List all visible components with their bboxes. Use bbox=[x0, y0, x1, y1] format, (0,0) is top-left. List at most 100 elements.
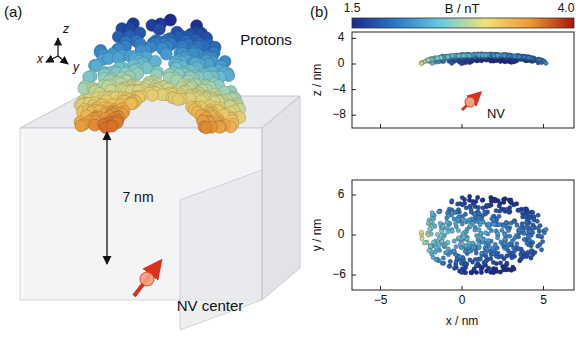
proton-point bbox=[486, 222, 490, 226]
tick-label: 6 bbox=[338, 188, 345, 201]
proton-point bbox=[520, 221, 524, 225]
proton-point bbox=[431, 240, 435, 244]
proton-point bbox=[472, 212, 476, 216]
proton-point bbox=[419, 61, 423, 65]
proton-point bbox=[529, 249, 533, 253]
proton-point bbox=[526, 234, 530, 238]
dimension-label: 7 nm bbox=[122, 190, 153, 205]
proton-point bbox=[455, 202, 459, 206]
proton-point bbox=[522, 55, 526, 59]
proton-point bbox=[439, 55, 443, 59]
proton-sphere bbox=[200, 122, 212, 134]
axis-title: y / nm bbox=[311, 219, 324, 252]
proton-point bbox=[536, 226, 540, 230]
proton-point bbox=[419, 230, 423, 234]
proton-point bbox=[445, 226, 449, 230]
tick-label: 5 bbox=[540, 294, 547, 307]
proton-point bbox=[539, 248, 543, 252]
proton-point bbox=[429, 244, 433, 248]
proton-point bbox=[503, 53, 507, 57]
tick-label: −6 bbox=[332, 268, 346, 281]
proton-point bbox=[445, 55, 449, 59]
proton-point bbox=[484, 259, 488, 263]
structure-label: Protons bbox=[240, 32, 292, 49]
proton-point bbox=[484, 231, 488, 235]
proton-point bbox=[526, 56, 530, 60]
proton-point bbox=[491, 54, 495, 58]
proton-point bbox=[536, 213, 540, 217]
proton-point bbox=[481, 206, 485, 210]
proton-point bbox=[535, 219, 539, 223]
proton-point bbox=[517, 227, 521, 231]
proton-point bbox=[475, 195, 479, 199]
proton-point bbox=[476, 238, 480, 242]
xz-plot-frame bbox=[352, 32, 574, 128]
proton-point bbox=[420, 236, 424, 240]
proton-point bbox=[501, 223, 505, 227]
proton-point bbox=[494, 208, 498, 212]
proton-point bbox=[538, 58, 542, 62]
proton-point bbox=[434, 245, 438, 249]
proton-point bbox=[518, 54, 522, 58]
proton-point bbox=[494, 267, 498, 271]
proton-point bbox=[517, 208, 521, 212]
proton-point bbox=[420, 61, 424, 65]
tick-label: −4 bbox=[332, 83, 346, 96]
proton-point bbox=[462, 235, 466, 239]
proton-point bbox=[440, 55, 444, 59]
proton-point bbox=[441, 224, 445, 228]
proton-point bbox=[489, 256, 493, 260]
proton-points-xy bbox=[419, 194, 548, 275]
axis-name: z bbox=[63, 23, 69, 36]
proton-point bbox=[450, 229, 454, 233]
proton-dome bbox=[74, 14, 246, 134]
proton-point bbox=[517, 55, 521, 59]
colorbar-title: B / nT bbox=[445, 2, 480, 16]
depth-dimension bbox=[106, 132, 107, 264]
proton-point bbox=[459, 270, 463, 274]
proton-point bbox=[454, 244, 458, 248]
proton-point bbox=[495, 53, 499, 57]
proton-point bbox=[496, 52, 500, 56]
proton-point bbox=[439, 55, 443, 59]
proton-point bbox=[469, 270, 473, 274]
proton-point bbox=[452, 239, 456, 243]
proton-point bbox=[460, 195, 464, 199]
tick-label: 0 bbox=[338, 57, 345, 70]
proton-point bbox=[489, 199, 493, 203]
proton-point bbox=[503, 54, 507, 58]
proton-point bbox=[503, 232, 507, 236]
proton-point bbox=[462, 53, 466, 57]
proton-points-xz bbox=[419, 52, 548, 66]
proton-sphere bbox=[146, 89, 158, 101]
proton-point bbox=[445, 220, 449, 224]
proton-point bbox=[522, 55, 526, 59]
proton-point bbox=[443, 251, 447, 255]
axis-title: z / nm bbox=[311, 64, 324, 97]
proton-point bbox=[428, 244, 432, 248]
axis-triad bbox=[46, 38, 68, 64]
proton-point bbox=[504, 207, 508, 211]
proton-point bbox=[490, 246, 494, 250]
proton-point bbox=[495, 231, 499, 235]
proton-point bbox=[528, 229, 532, 233]
proton-point bbox=[446, 214, 450, 218]
proton-point bbox=[467, 53, 471, 57]
proton-point bbox=[474, 251, 478, 255]
proton-point bbox=[439, 229, 443, 233]
proton-point bbox=[503, 53, 507, 57]
proton-point bbox=[435, 56, 439, 60]
proton-point bbox=[446, 55, 450, 59]
proton-point bbox=[448, 264, 452, 268]
proton-point bbox=[467, 218, 471, 222]
proton-point bbox=[456, 236, 460, 240]
proton-point bbox=[496, 52, 500, 56]
proton-point bbox=[512, 267, 516, 271]
proton-point bbox=[512, 236, 516, 240]
proton-point bbox=[426, 233, 430, 237]
proton-point bbox=[452, 217, 456, 221]
proton-point bbox=[429, 244, 433, 248]
proton-point bbox=[473, 228, 477, 232]
proton-point bbox=[491, 260, 495, 264]
